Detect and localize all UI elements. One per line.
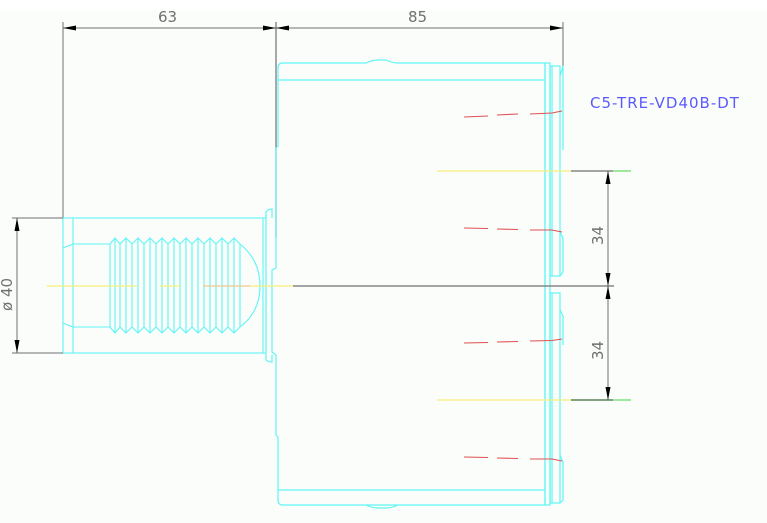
drawing-sheet <box>0 10 767 523</box>
dimension-34-upper <box>605 171 611 286</box>
center-lines <box>47 170 631 401</box>
part-number-label: C5-TRE-VD40B-DT <box>590 94 740 112</box>
dimension-diameter-label: ø 40 <box>0 278 16 311</box>
dimension-63-label: 63 <box>158 8 177 26</box>
dimension-63 <box>62 22 277 238</box>
dimension-34-lower-label: 34 <box>589 341 607 360</box>
dimension-34-upper-label: 34 <box>589 226 607 245</box>
dimension-34-lower <box>605 286 611 400</box>
tool-body <box>265 59 564 509</box>
dimension-85-label: 85 <box>408 8 427 26</box>
dimension-85 <box>276 22 564 86</box>
dimension-diameter-40 <box>12 217 63 354</box>
hidden-lines <box>463 110 563 462</box>
